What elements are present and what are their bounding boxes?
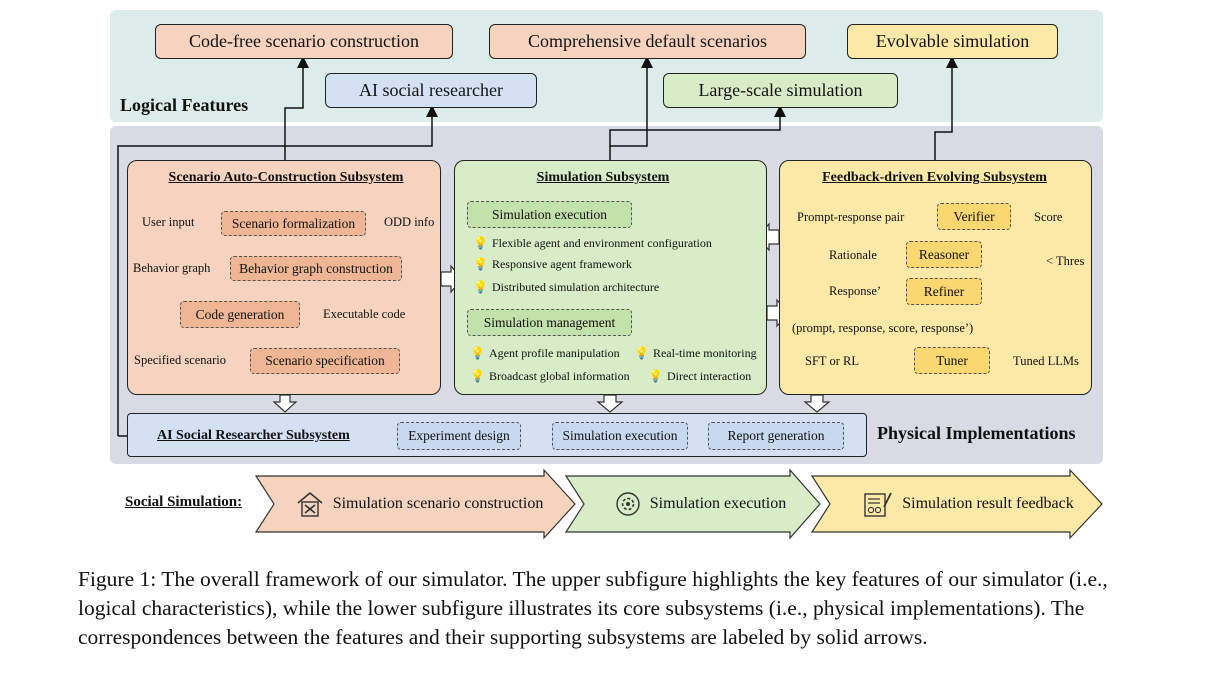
management-item: 💡Real-time monitoring	[634, 346, 757, 360]
simulation-subsystem	[454, 160, 767, 395]
feature-ai-social-researcher: AI social researcher	[325, 73, 537, 108]
lightbulb-icon: 💡	[634, 346, 649, 360]
refiner-box: Refiner	[906, 278, 982, 305]
threshold-label: < Thres	[1046, 254, 1085, 268]
feature-code-free: Code-free scenario construction	[155, 24, 453, 59]
tuner-box: Tuner	[914, 347, 990, 374]
house-tools-icon	[297, 491, 323, 517]
social-simulation-label: Social Simulation:	[125, 494, 243, 510]
scenario-specification-box: Scenario specification	[250, 348, 400, 374]
stage-scenario-construction: Simulation scenario construction	[285, 487, 553, 521]
report-generation-box: Report generation	[708, 422, 844, 450]
lightbulb-icon: 💡	[648, 369, 663, 383]
simulation-management-header: Simulation management	[467, 309, 632, 336]
execution-item: 💡Responsive agent framework	[473, 257, 632, 271]
logical-features-label: Logical Features	[120, 95, 249, 115]
rationale-label: Rationale	[829, 248, 877, 262]
lightbulb-icon: 💡	[473, 257, 488, 271]
stage-result-feedback: Simulation result feedback	[848, 487, 1088, 521]
score-label: Score	[1034, 210, 1063, 224]
feature-evolvable-simulation: Evolvable simulation	[847, 24, 1058, 59]
simulation-execution-header: Simulation execution	[467, 201, 632, 228]
gear-cycle-icon	[616, 492, 640, 516]
feature-comprehensive-scenarios: Comprehensive default scenarios	[489, 24, 806, 59]
tuned-llms-label: Tuned LLMs	[1013, 354, 1079, 368]
management-item: 💡Agent profile manipulation	[470, 346, 620, 360]
sft-rl-label: SFT or RL	[805, 354, 859, 368]
behavior-graph-label: Behavior graph	[133, 261, 211, 275]
feedback-tuple-label: (prompt, response, score, response’)	[792, 321, 974, 335]
response-prime-label: Response’	[829, 284, 882, 298]
prompt-response-pair-label: Prompt-response pair	[797, 210, 905, 224]
physical-implementations-label: Physical Implementations	[877, 423, 1076, 443]
figure-caption: Figure 1: The overall framework of our s…	[78, 567, 1108, 649]
management-item: 💡Direct interaction	[648, 369, 752, 383]
management-item: 💡Broadcast global information	[470, 369, 630, 383]
behavior-graph-construction-box: Behavior graph construction	[230, 256, 402, 281]
scenario-formalization-box: Scenario formalization	[221, 211, 366, 236]
feature-large-scale-simulation: Large-scale simulation	[663, 73, 898, 108]
feedback-form-icon	[864, 492, 893, 517]
reasoner-box: Reasoner	[906, 241, 982, 268]
user-input-label: User input	[142, 215, 195, 229]
verifier-box: Verifier	[937, 203, 1011, 230]
feedback-subsystem-title: Feedback-driven Evolving Subsystem	[822, 170, 1047, 185]
specified-scenario-label: Specified scenario	[134, 353, 226, 367]
odd-info-label: ODD info	[384, 215, 435, 229]
lightbulb-icon: 💡	[470, 346, 485, 360]
execution-item: 💡Flexible agent and environment configur…	[473, 236, 712, 250]
execution-item: 💡Distributed simulation architecture	[473, 280, 660, 294]
simulation-subsystem-title: Simulation Subsystem	[536, 170, 670, 185]
code-generation-box: Code generation	[180, 301, 300, 328]
lightbulb-icon: 💡	[473, 236, 488, 250]
experiment-design-box: Experiment design	[397, 422, 521, 450]
stage-simulation-execution: Simulation execution	[600, 487, 800, 521]
lightbulb-icon: 💡	[473, 280, 488, 294]
researcher-subsystem-title: AI Social Researcher Subsystem	[157, 428, 350, 443]
executable-code-label: Executable code	[323, 307, 406, 321]
researcher-simulation-execution-box: Simulation execution	[552, 422, 688, 450]
lightbulb-icon: 💡	[470, 369, 485, 383]
scenario-subsystem-title: Scenario Auto-Construction Subsystem	[168, 170, 404, 185]
